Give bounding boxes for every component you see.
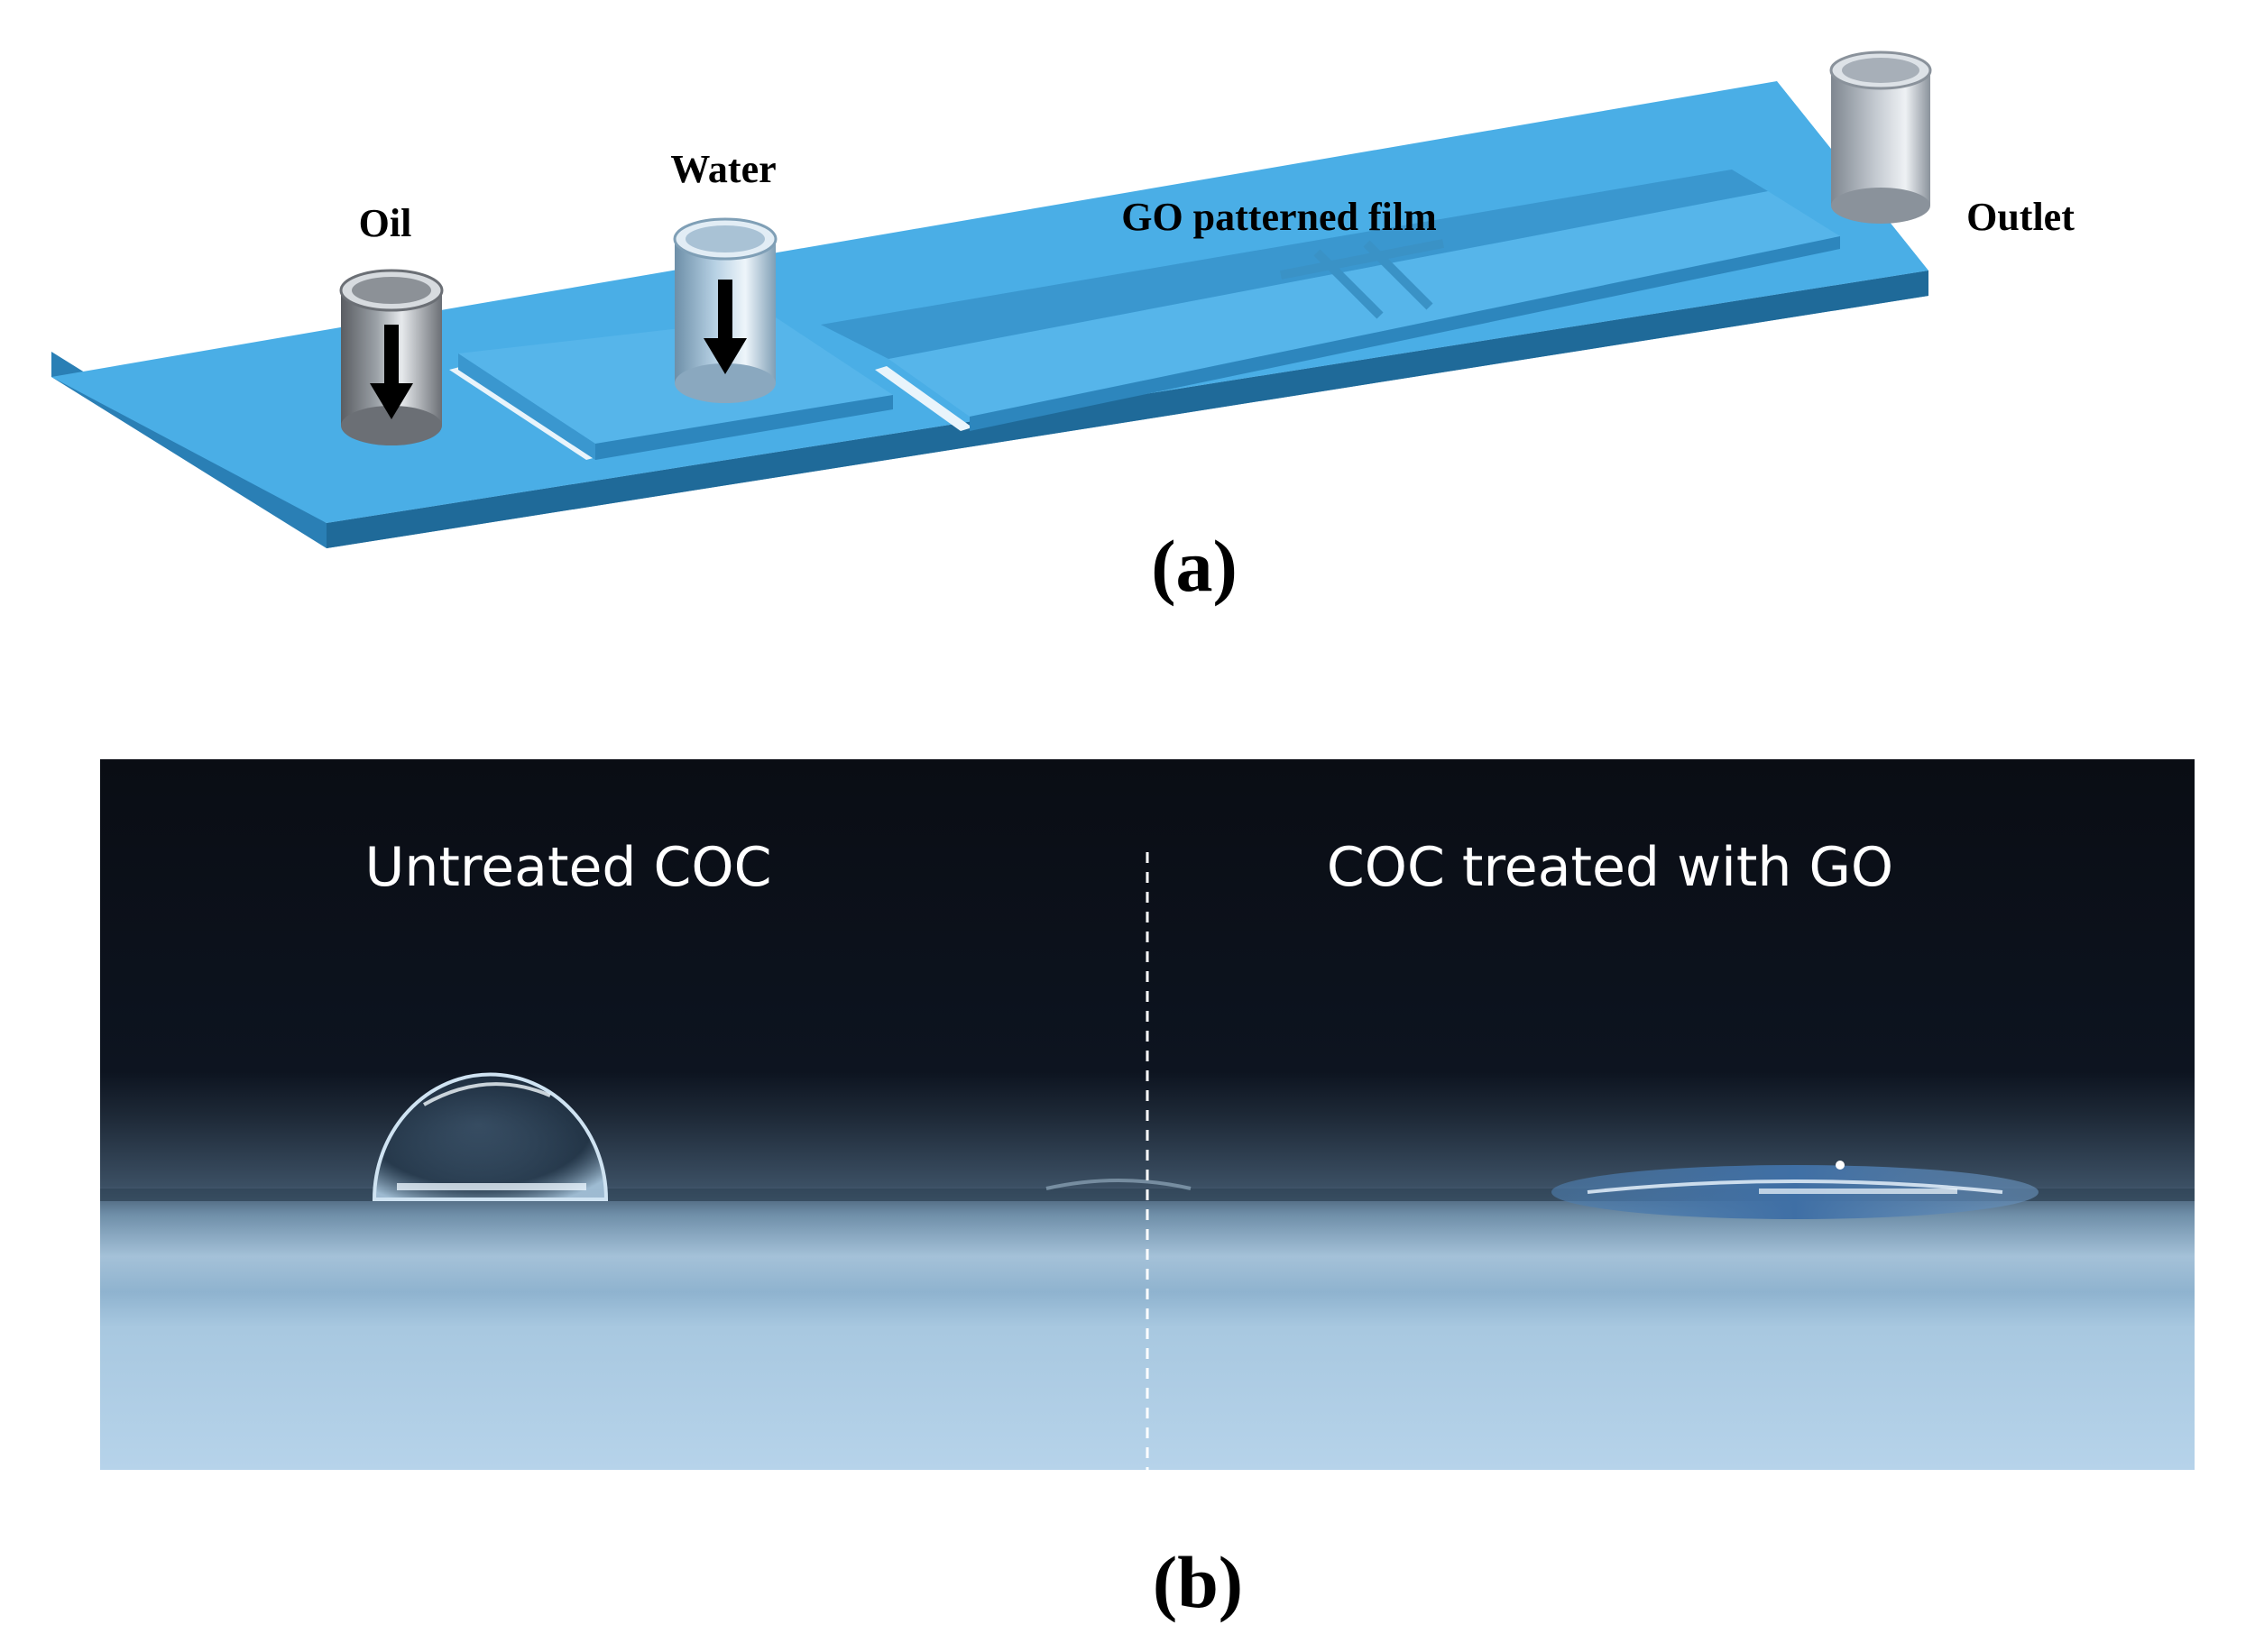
chamber-block-left xyxy=(458,353,595,460)
microfluidic-chip-diagram: Oil Water GO patterned film Outlet xyxy=(51,50,2075,548)
long-block-back xyxy=(821,170,1768,359)
chamber-block-side xyxy=(595,395,893,460)
untreated-droplet xyxy=(372,1072,609,1201)
oil-label: Oil xyxy=(359,201,412,245)
contact-angle-photo: Untreated COC COC treated with GO xyxy=(100,759,2195,1470)
film-label: GO patterned film xyxy=(1121,195,1437,239)
go-pattern-marks xyxy=(1280,239,1444,319)
outlet-label: Outlet xyxy=(1966,195,2075,239)
panel-b-caption: (b) xyxy=(1153,1541,1243,1623)
panel-a-caption: (a) xyxy=(1151,525,1238,607)
channel-gap-right xyxy=(875,366,972,431)
oil-inlet xyxy=(339,269,444,445)
untreated-label: Untreated COC xyxy=(364,836,771,899)
long-block-side xyxy=(970,236,1840,431)
chip-front-edge xyxy=(327,271,1928,548)
water-label: Water xyxy=(670,147,776,191)
outlet-cylinder xyxy=(1829,50,1932,224)
water-inlet xyxy=(673,217,778,403)
treated-droplet xyxy=(1551,1161,2039,1219)
oil-arrow-icon xyxy=(370,325,413,419)
surface-reflection xyxy=(1045,1179,1192,1190)
water-arrow-icon xyxy=(704,280,747,374)
treated-label: COC treated with GO xyxy=(1327,836,1893,899)
